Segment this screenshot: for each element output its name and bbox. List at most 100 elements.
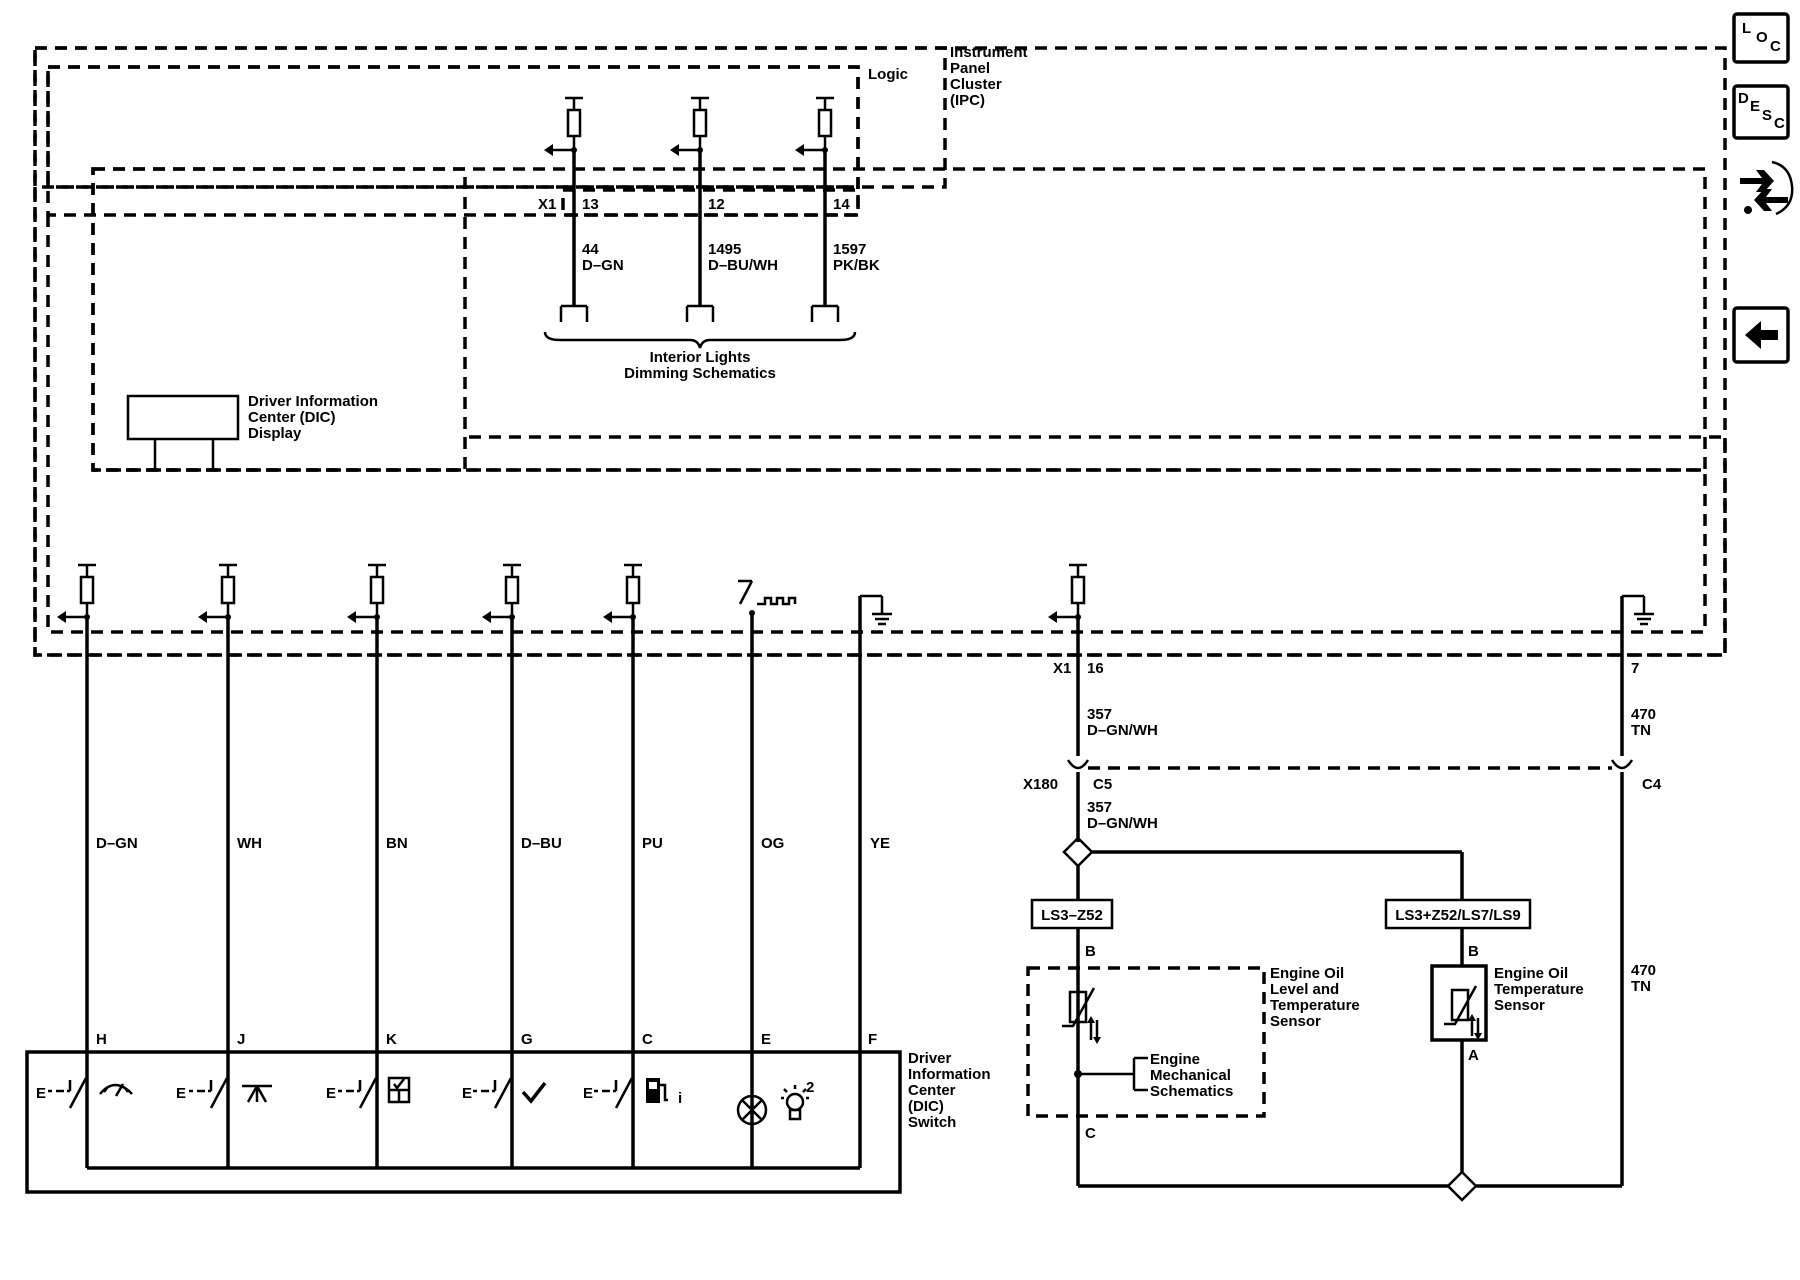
svg-text:Sensor: Sensor bbox=[1494, 997, 1545, 1014]
option-ls3-z52: LS3–Z52 bbox=[1030, 898, 1114, 930]
ipc-housing bbox=[33, 46, 1727, 657]
svg-text:E: E bbox=[1750, 98, 1760, 115]
svg-text:2: 2 bbox=[806, 1079, 814, 1096]
wire-color-bn: BN bbox=[386, 835, 408, 852]
circuit-470-number-b: 470 bbox=[1631, 962, 1656, 979]
back-arrow-icon[interactable] bbox=[1732, 306, 1790, 364]
trip-icon bbox=[242, 1084, 272, 1103]
svg-text:Schematics: Schematics bbox=[1150, 1083, 1233, 1100]
svg-text:(DIC): (DIC) bbox=[908, 1098, 944, 1115]
switch-h: E bbox=[36, 1076, 88, 1110]
svg-text:i: i bbox=[678, 1090, 682, 1107]
svg-text:Interior Lights: Interior Lights bbox=[650, 349, 751, 366]
sensor-right-pin-b: B bbox=[1468, 943, 1479, 960]
x180-inline-connector bbox=[1066, 759, 1634, 1186]
switch-g: E bbox=[462, 1076, 513, 1110]
pin-j: J bbox=[237, 1031, 245, 1048]
desc-button[interactable]: D E S C bbox=[1732, 84, 1790, 140]
circuit-1597-number: 1597 bbox=[833, 241, 866, 258]
circuit-357-color-b: D–GN/WH bbox=[1087, 815, 1158, 832]
svg-text:Dimming Schematics: Dimming Schematics bbox=[624, 365, 776, 382]
pin-k: K bbox=[386, 1031, 397, 1048]
svg-text:Switch: Switch bbox=[908, 1114, 956, 1131]
pin-12: 12 bbox=[708, 196, 725, 213]
connector-end-view-icon[interactable] bbox=[1740, 160, 1794, 216]
ipc-label: Instrument Panel Cluster (IPC) bbox=[950, 44, 1028, 109]
lamp-icon bbox=[736, 1094, 768, 1126]
x180-label: X180 bbox=[1023, 776, 1058, 793]
svg-text:Driver: Driver bbox=[908, 1050, 952, 1067]
x1-right-connector: X1 bbox=[1053, 660, 1071, 677]
engine-oil-level-temp-sensor bbox=[1026, 966, 1266, 1118]
engine-oil-temp-sensor bbox=[1430, 964, 1488, 1042]
bulb-icon: 2 bbox=[781, 1079, 814, 1121]
svg-text:Center (DIC): Center (DIC) bbox=[248, 409, 336, 426]
top-circuits bbox=[542, 96, 840, 324]
circuit-357-number: 357 bbox=[1087, 706, 1112, 723]
circuit-1495-color: D–BU/WH bbox=[708, 257, 778, 274]
svg-text:E: E bbox=[583, 1085, 593, 1102]
dic-display-label: Driver Information Center (DIC) Display bbox=[248, 393, 378, 442]
engine-mechanical-reference[interactable]: Engine Mechanical Schematics bbox=[1150, 1051, 1233, 1100]
vehicle-info-icon bbox=[387, 1076, 411, 1104]
c5-label: C5 bbox=[1093, 776, 1112, 793]
svg-text:(IPC): (IPC) bbox=[950, 92, 985, 109]
ipc-border bbox=[33, 46, 1727, 657]
svg-text:E: E bbox=[326, 1085, 336, 1102]
svg-text:D: D bbox=[1738, 90, 1749, 107]
svg-text:E: E bbox=[176, 1085, 186, 1102]
pin-16: 16 bbox=[1087, 660, 1104, 677]
left-wire-runs bbox=[85, 596, 862, 1168]
pin-14: 14 bbox=[833, 196, 850, 213]
svg-text:Mechanical: Mechanical bbox=[1150, 1067, 1231, 1084]
c4-label: C4 bbox=[1642, 776, 1662, 793]
sensor-left-pin-c: C bbox=[1085, 1125, 1096, 1142]
circuit-44-color: D–GN bbox=[582, 257, 624, 274]
circuit-470-color: TN bbox=[1631, 722, 1651, 739]
pin-13: 13 bbox=[582, 196, 599, 213]
svg-text:E: E bbox=[462, 1085, 472, 1102]
svg-text:Engine Oil: Engine Oil bbox=[1270, 965, 1344, 982]
svg-text:Panel: Panel bbox=[950, 60, 990, 77]
thermistor-left-icon bbox=[1062, 987, 1101, 1044]
circuit-357-color: D–GN/WH bbox=[1087, 722, 1158, 739]
svg-text:Display: Display bbox=[248, 425, 302, 442]
loc-button[interactable]: L O C bbox=[1732, 12, 1790, 64]
dimming-brace bbox=[543, 331, 857, 349]
pin-f: F bbox=[868, 1031, 877, 1048]
x1-16-input bbox=[1046, 563, 1089, 756]
switch-k: E bbox=[326, 1076, 378, 1110]
mech-ref-bracket bbox=[1132, 1056, 1148, 1092]
option-ls3-z52-ls7-ls9: LS3+Z52/LS7/LS9 bbox=[1384, 898, 1532, 930]
pin-g: G bbox=[521, 1031, 533, 1048]
sensor-right-label: Engine Oil Temperature Sensor bbox=[1494, 965, 1584, 1014]
dimming-reference[interactable]: Interior Lights Dimming Schematics bbox=[624, 349, 776, 382]
splice-top bbox=[1062, 836, 1094, 868]
wire-color-wh: WH bbox=[237, 835, 262, 852]
x1-top-connector: X1 bbox=[538, 196, 556, 213]
svg-text:Instrument: Instrument bbox=[950, 44, 1028, 61]
splice-bottom bbox=[1446, 1170, 1478, 1202]
switch-j: E bbox=[176, 1076, 229, 1110]
wire-color-d-bu: D–BU bbox=[521, 835, 562, 852]
svg-text:L: L bbox=[1742, 20, 1751, 37]
sensor-left-label: Engine Oil Level and Temperature Sensor bbox=[1270, 965, 1360, 1030]
circuit-470-color-b: TN bbox=[1631, 978, 1651, 995]
switch-c: E bbox=[583, 1076, 634, 1110]
ground-7 bbox=[1620, 594, 1656, 756]
thermistor-right-icon bbox=[1444, 985, 1482, 1040]
pin-h: H bbox=[96, 1031, 107, 1048]
svg-text:E: E bbox=[36, 1085, 46, 1102]
circuit-357-number-b: 357 bbox=[1087, 799, 1112, 816]
speedometer-icon bbox=[99, 1083, 133, 1097]
sensor-right-pin-a: A bbox=[1468, 1047, 1479, 1064]
svg-text:LS3+Z52/LS7/LS9: LS3+Z52/LS7/LS9 bbox=[1395, 907, 1520, 924]
dic-display bbox=[126, 394, 240, 470]
pin-e: E bbox=[761, 1031, 771, 1048]
svg-text:Engine Oil: Engine Oil bbox=[1494, 965, 1568, 982]
wire-color-pu: PU bbox=[642, 835, 663, 852]
dic-switch-box bbox=[25, 1050, 902, 1194]
svg-text:Temperature: Temperature bbox=[1270, 997, 1360, 1014]
wire-color-og: OG bbox=[761, 835, 784, 852]
